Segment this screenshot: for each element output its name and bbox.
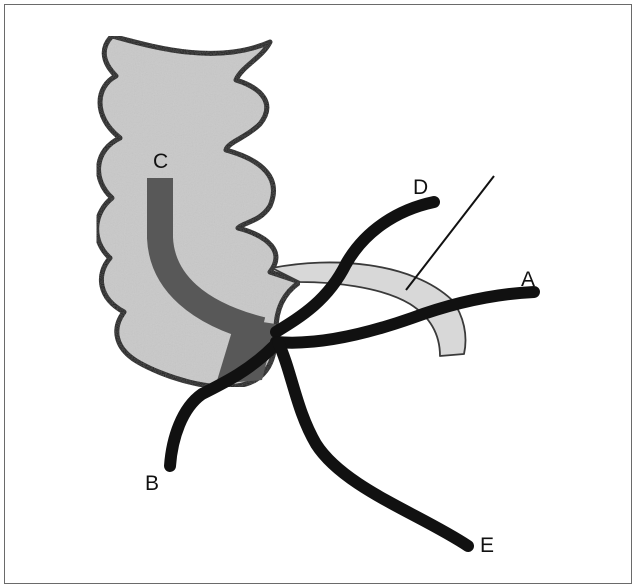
vessel-e <box>278 342 468 546</box>
label-b: B <box>145 472 159 495</box>
label-c: C <box>153 150 168 173</box>
label-a: A <box>521 268 535 291</box>
label-e: E <box>480 534 494 557</box>
label-d: D <box>413 176 428 199</box>
